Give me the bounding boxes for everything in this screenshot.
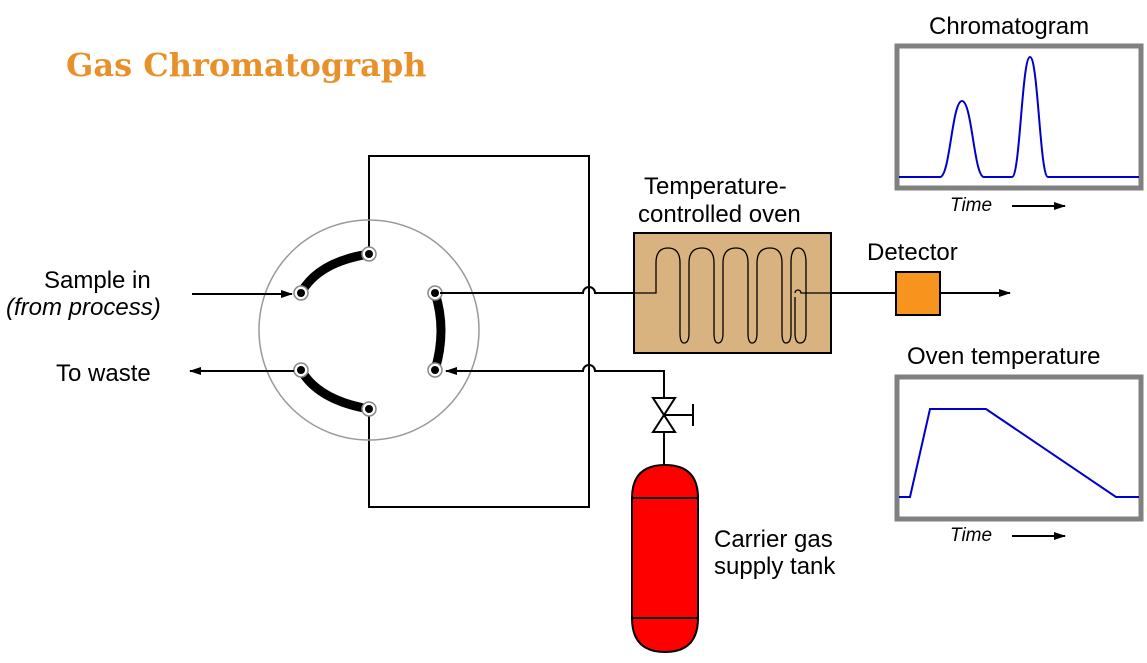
oven-temperature-panel: Oven temperature Time <box>894 343 1144 546</box>
carrier-gas-label-line2: supply tank <box>714 553 836 580</box>
sample-loop-tubing <box>368 155 590 508</box>
oven-label-line2: controlled oven <box>638 201 801 228</box>
oven-temperature-trace <box>899 408 1139 498</box>
carrier-gas-tank <box>631 463 699 654</box>
chromatogram-time-label: Time <box>950 195 992 216</box>
sample-in-label: Sample in <box>44 267 151 294</box>
oven-temperature-frame <box>894 374 1144 522</box>
valve-passage-right <box>430 288 446 375</box>
detector-box <box>895 271 941 316</box>
column-inlet-tubing <box>440 286 634 294</box>
to-waste-label: To waste <box>56 360 151 387</box>
oven-label-line1: Temperature- <box>644 173 787 200</box>
valve-passage-lower <box>296 365 374 414</box>
carrier-gas-label-line1: Carrier gas <box>714 526 833 553</box>
diagram-title: Gas Chromatograph <box>66 46 426 84</box>
chromatogram-panel: Chromatogram Time <box>894 13 1144 216</box>
oven-temperature-title: Oven temperature <box>907 343 1100 370</box>
detector-label: Detector <box>867 239 958 266</box>
valve-passage-upper <box>296 249 374 298</box>
temperature-controlled-oven <box>633 232 832 354</box>
rotary-valve-body <box>258 219 480 441</box>
chromatogram-frame <box>894 43 1144 191</box>
chromatogram-title: Chromatogram <box>929 13 1089 40</box>
column-coil <box>634 247 831 344</box>
from-process-label: (from process) <box>6 294 161 321</box>
oven-temperature-time-label: Time <box>950 525 992 546</box>
chromatogram-trace <box>899 55 1139 178</box>
carrier-gas-valve <box>651 397 694 465</box>
carrier-gas-tubing <box>445 364 665 398</box>
